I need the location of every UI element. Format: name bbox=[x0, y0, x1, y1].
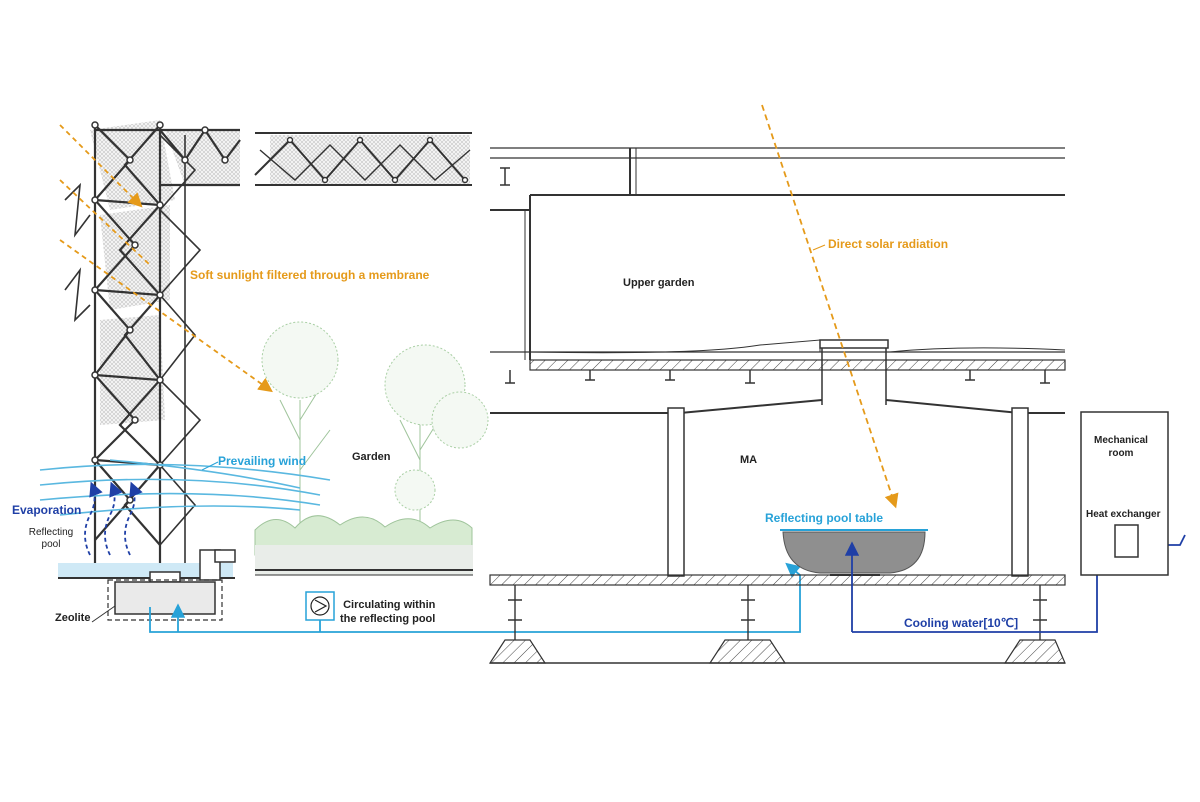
building-section bbox=[488, 147, 1066, 664]
direct-solar-arrow bbox=[761, 104, 899, 509]
direct-solar-label: Direct solar radiation bbox=[828, 237, 949, 251]
ma-label: MA bbox=[740, 454, 758, 466]
garden-ground bbox=[254, 515, 473, 576]
garden-trees bbox=[261, 321, 489, 545]
zeolite-label: Zeolite bbox=[55, 612, 91, 624]
cooling-water-label: Cooling water[10℃] bbox=[904, 616, 1019, 630]
reflecting-pool-table-label: Reflecting pool table bbox=[765, 511, 884, 525]
evaporation-arrows bbox=[84, 481, 143, 556]
heat-exchanger-label: Heat exchanger bbox=[1086, 509, 1161, 520]
heat-exchanger-unit bbox=[1114, 524, 1139, 558]
pump-icon bbox=[305, 591, 335, 621]
mechanical-room-label: Mechanical room bbox=[1094, 435, 1148, 459]
evaporation-label: Evaporation bbox=[12, 503, 82, 517]
prevailing-wind-lines bbox=[39, 459, 331, 516]
filtered-sunlight-arrows bbox=[59, 124, 273, 393]
circulating-label: Circulating within the reflecting pool bbox=[340, 599, 436, 625]
prevailing-wind-label: Prevailing wind bbox=[218, 454, 307, 468]
left-reflecting-pool bbox=[58, 549, 236, 623]
truss-tower bbox=[64, 120, 241, 570]
upper-garden-label: Upper garden bbox=[623, 277, 695, 289]
reflecting-pool-label: Reflecting pool bbox=[22, 524, 80, 554]
reflecting-pool-table bbox=[780, 529, 928, 576]
soft-sunlight-label: Soft sunlight filtered through a membran… bbox=[190, 268, 430, 282]
truss-nodes bbox=[91, 121, 229, 504]
garden-label: Garden bbox=[352, 451, 391, 463]
